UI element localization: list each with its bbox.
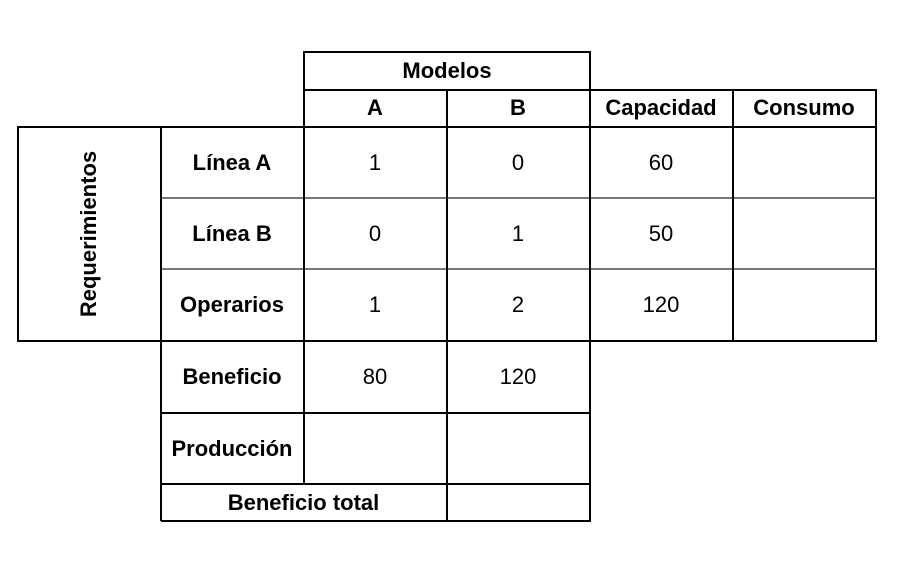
grid-line	[161, 412, 591, 414]
cell-produccion-b[interactable]	[446, 413, 590, 484]
row-label-produccion: Producción	[171, 435, 293, 461]
cell-operarios-capacidad: 120	[642, 292, 680, 317]
grid-line	[303, 51, 305, 484]
grid-line	[17, 126, 19, 341]
col-header-consumo: Consumo	[753, 95, 855, 120]
cell-beneficio-a: 80	[362, 364, 388, 389]
row-label-linea-a: Línea A	[192, 149, 272, 175]
grid-line	[161, 483, 591, 485]
cell-operarios-b: 2	[511, 292, 525, 317]
row-label-beneficio: Beneficio	[182, 364, 282, 389]
row-label-beneficio-total: Beneficio total	[227, 489, 380, 515]
requerimientos-label: Requerimientos	[76, 150, 102, 317]
cell-linea-b-b: 1	[511, 220, 525, 246]
grid-line	[732, 89, 734, 341]
cell-operarios-a: 1	[368, 292, 382, 317]
requerimientos-label-cell: Requerimientos	[17, 127, 161, 340]
grid-line	[161, 197, 877, 199]
col-header-b: B	[510, 95, 526, 120]
col-header-capacidad: Capacidad	[605, 95, 717, 120]
col-header-a: A	[367, 95, 383, 120]
grid-line	[160, 126, 162, 521]
cell-beneficio-total-value[interactable]	[446, 484, 590, 521]
row-label-linea-b: Línea B	[192, 220, 272, 246]
cell-linea-a-capacidad: 60	[648, 149, 674, 175]
cell-operarios-consumo[interactable]	[732, 269, 876, 341]
cell-produccion-a[interactable]	[303, 413, 447, 484]
modelos-header: Modelos	[402, 57, 492, 83]
cell-linea-a-consumo[interactable]	[732, 127, 876, 198]
grid-line	[875, 89, 877, 341]
cell-linea-b-consumo[interactable]	[732, 198, 876, 269]
grid-line	[161, 520, 591, 522]
cell-linea-b-a: 0	[368, 220, 382, 246]
grid-line	[446, 89, 448, 521]
grid-line	[303, 51, 591, 53]
cell-beneficio-b: 120	[499, 364, 537, 389]
cell-linea-a-b: 0	[511, 149, 525, 175]
row-label-operarios: Operarios	[180, 292, 284, 317]
cell-linea-a-a: 1	[368, 149, 382, 175]
cell-linea-b-capacidad: 50	[648, 220, 674, 246]
grid-line	[161, 268, 877, 270]
grid-line	[589, 51, 591, 521]
